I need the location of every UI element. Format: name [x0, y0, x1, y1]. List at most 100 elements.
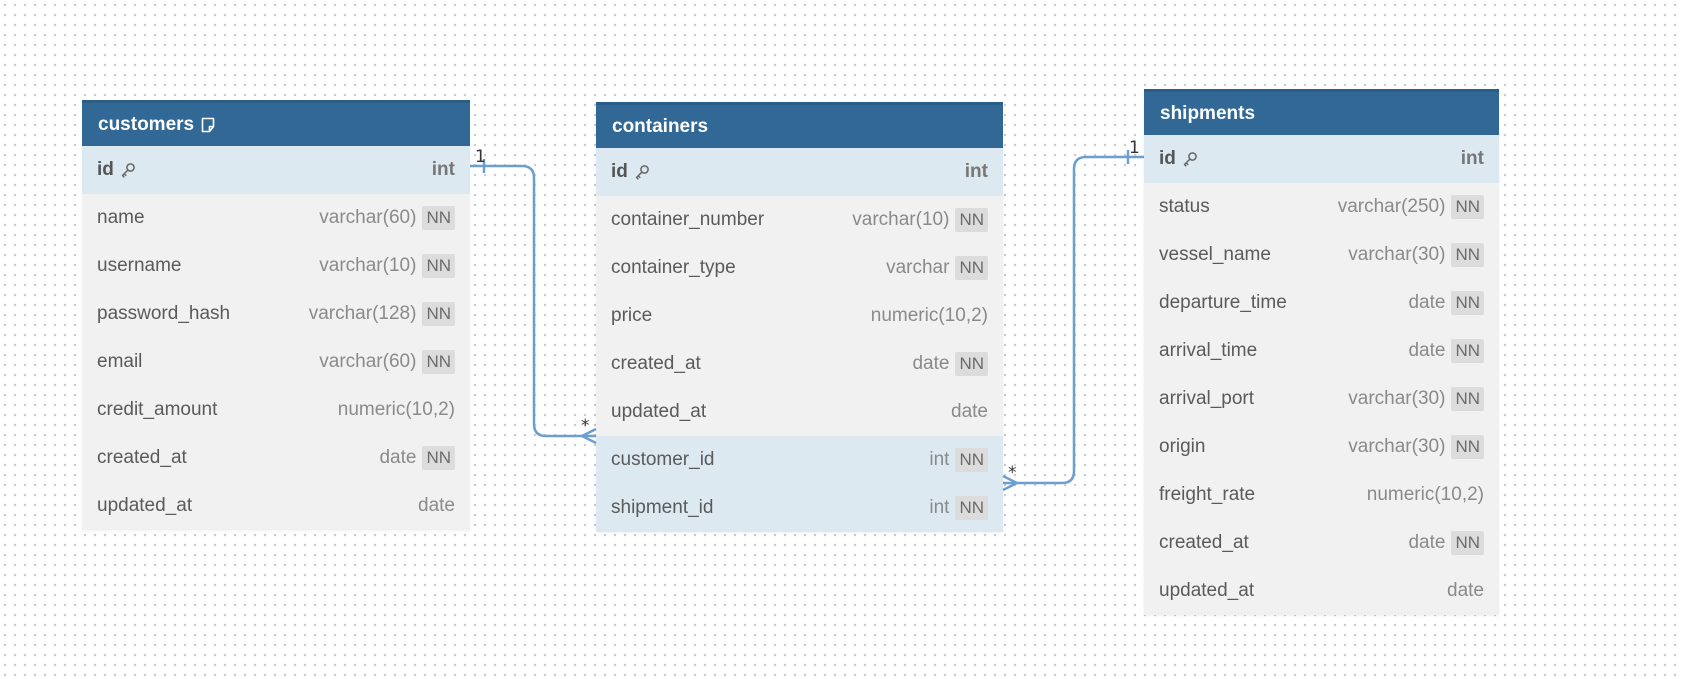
table-header[interactable]: customers — [82, 100, 470, 146]
field-row-vessel_name[interactable]: vessel_name varchar(30)NN — [1144, 231, 1499, 279]
field-name: created_at — [611, 353, 701, 374]
field-type: int — [431, 159, 455, 180]
field-name-group: id — [611, 161, 650, 183]
table-title: customers — [98, 113, 195, 135]
field-row-updated_at[interactable]: updated_at date — [596, 388, 1003, 436]
not-null-badge: NN — [1451, 339, 1484, 363]
field-name-group: arrival_time — [1159, 340, 1257, 362]
field-type: varchar(10) — [319, 255, 417, 276]
field-type: varchar(30) — [1348, 388, 1446, 409]
table-header[interactable]: containers — [596, 102, 1003, 148]
table-header[interactable]: shipments — [1144, 89, 1499, 135]
field-row-id[interactable]: id int — [596, 148, 1003, 196]
field-name: price — [611, 305, 653, 326]
field-row-freight_rate[interactable]: freight_rate numeric(10,2) — [1144, 471, 1499, 519]
field-type: numeric(10,2) — [337, 399, 455, 420]
field-row-credit_amount[interactable]: credit_amount numeric(10,2) — [82, 386, 470, 434]
table-title: containers — [612, 115, 709, 137]
field-type-group: varchar(60)NN — [319, 206, 455, 230]
field-name-group: shipment_id — [611, 497, 713, 519]
field-type: date — [379, 447, 417, 468]
table-customers[interactable]: customers id int name varchar(60)NN username… — [82, 100, 470, 530]
field-type: date — [1408, 532, 1446, 553]
field-type-group: varchar(250)NN — [1338, 195, 1484, 219]
field-name: customer_id — [611, 449, 715, 470]
field-row-name[interactable]: name varchar(60)NN — [82, 194, 470, 242]
field-name-group: container_type — [611, 257, 736, 279]
field-name-group: updated_at — [611, 401, 706, 423]
field-type: int — [1460, 148, 1484, 169]
not-null-badge: NN — [422, 350, 455, 374]
field-type: date — [418, 495, 455, 516]
field-name-group: updated_at — [1159, 580, 1254, 602]
field-row-id[interactable]: id int — [82, 146, 470, 194]
field-type: numeric(10,2) — [1366, 484, 1484, 505]
field-row-id[interactable]: id int — [1144, 135, 1499, 183]
field-type-group: varchar(30)NN — [1348, 243, 1484, 267]
field-name: id — [611, 161, 628, 182]
field-name-group: name — [97, 207, 145, 229]
field-type: date — [1447, 580, 1484, 601]
crow-foot-icon — [581, 427, 597, 445]
field-type: varchar(30) — [1348, 244, 1446, 265]
not-null-badge: NN — [955, 208, 988, 232]
field-type: int — [929, 449, 950, 470]
field-name-group: id — [1159, 148, 1198, 170]
field-name-group: id — [97, 159, 136, 181]
field-name-group: email — [97, 351, 142, 373]
field-type-group: varchar(10)NN — [319, 254, 455, 278]
field-row-updated_at[interactable]: updated_at date — [1144, 567, 1499, 615]
not-null-badge: NN — [1451, 243, 1484, 267]
not-null-badge: NN — [1451, 435, 1484, 459]
field-name: vessel_name — [1159, 244, 1271, 265]
field-type-group: date — [951, 401, 988, 423]
key-icon — [120, 162, 136, 178]
field-name: arrival_port — [1159, 388, 1255, 409]
field-name: departure_time — [1159, 292, 1287, 313]
field-type: date — [1408, 340, 1446, 361]
note-icon[interactable] — [200, 117, 216, 133]
field-name: name — [97, 207, 145, 228]
not-null-badge: NN — [955, 448, 988, 472]
field-type: int — [929, 497, 950, 518]
field-type-group: int — [1461, 148, 1484, 170]
field-name: credit_amount — [97, 399, 218, 420]
field-name: password_hash — [97, 303, 231, 324]
relation-customers-containers[interactable]: 1 * — [470, 147, 597, 445]
field-name: origin — [1159, 436, 1206, 457]
not-null-badge: NN — [422, 254, 455, 278]
field-name-group: freight_rate — [1159, 484, 1255, 506]
cardinality-one: 1 — [475, 147, 486, 167]
field-type: varchar(10) — [852, 209, 950, 230]
relation-shipments-containers[interactable]: 1 * — [1002, 138, 1144, 492]
field-type: date — [951, 401, 988, 422]
field-name-group: created_at — [97, 447, 187, 469]
field-type: int — [964, 161, 988, 182]
